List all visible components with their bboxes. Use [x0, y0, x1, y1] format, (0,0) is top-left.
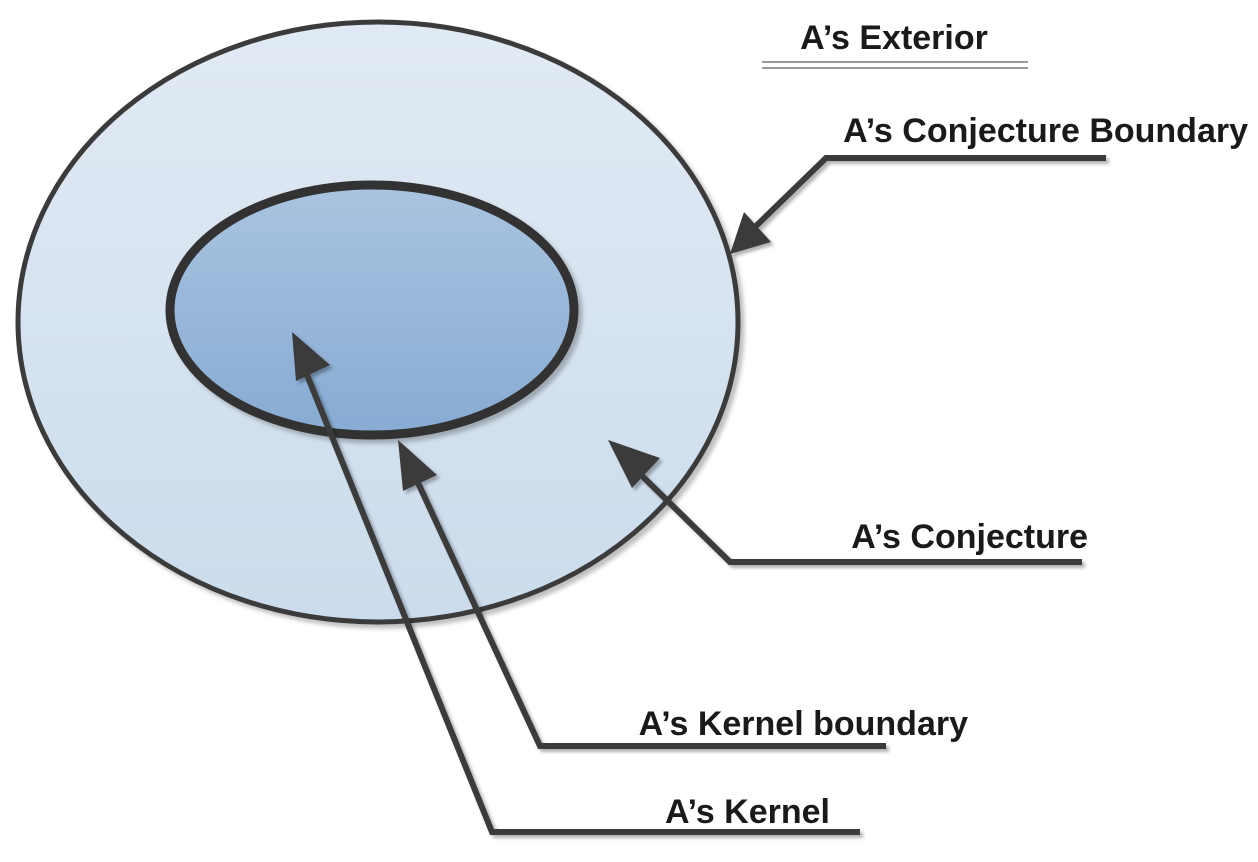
label-kernel: A’s Kernel: [665, 793, 830, 831]
conjecture-leader: [608, 440, 1082, 565]
conjecture-boundary-arrowhead: [730, 212, 771, 254]
conjecture-arrowhead: [608, 440, 660, 488]
kernel-boundary-arrowhead: [398, 440, 437, 491]
label-exterior: A’s Exterior: [800, 19, 988, 57]
label-conjecture: A’s Conjecture: [851, 518, 1088, 556]
kernel-leader: [292, 332, 860, 835]
kernel-region: [165, 180, 579, 440]
label-kernel-boundary: A’s Kernel boundary: [639, 705, 968, 743]
label-conjecture-boundary: A’s Conjecture Boundary: [843, 112, 1248, 150]
kernel-arrowhead: [292, 332, 330, 381]
kernel-boundary-leader: [398, 440, 886, 749]
exterior-underline: [762, 61, 1028, 69]
conjecture-boundary-leader: [730, 155, 1106, 254]
